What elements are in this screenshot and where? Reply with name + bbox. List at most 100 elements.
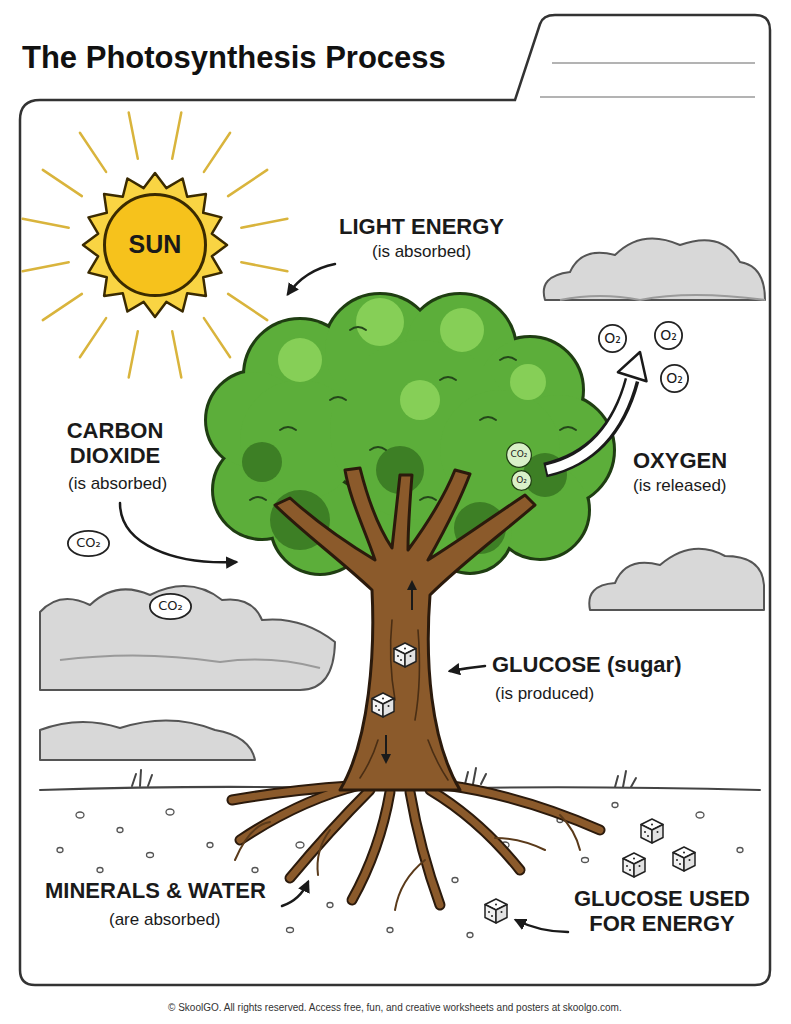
sun-rays-part: [241, 219, 287, 228]
oxygen-arrow-part: [618, 352, 647, 381]
bubble-shape: [105, 195, 206, 296]
sun-rays-part: [129, 331, 138, 377]
sun-rays-part: [228, 294, 267, 320]
leaf-marks-part: [330, 397, 346, 400]
bubble-text: SUN: [129, 231, 182, 259]
soil-pebbles-part: [467, 933, 473, 938]
root-hairs-part: [318, 830, 331, 875]
bubble-shape: [150, 594, 191, 619]
root-hairs-part: [235, 822, 270, 860]
leader-arrows: [120, 264, 568, 932]
soil-pebbles-part: [387, 928, 393, 933]
canopy-highlight-part: [278, 338, 322, 382]
roots-outline-part: [445, 785, 600, 830]
oxygen-arrow: [545, 352, 647, 470]
soil-pebbles-part: [252, 868, 258, 873]
oxygen-bubble: O₂: [654, 321, 683, 350]
bubble-text: CO₂: [158, 599, 183, 613]
sugar-cubes-part: [641, 819, 663, 843]
bubble-shape: [507, 443, 532, 468]
root-hairs-part: [395, 860, 425, 910]
oxygen-arrow-part: [547, 378, 632, 470]
leaf-marks-part: [420, 497, 436, 500]
leaf-marks-part: [440, 377, 456, 380]
sugar-cubes-part: [623, 853, 645, 877]
leaf-marks-part: [280, 427, 296, 430]
clouds-part: [544, 238, 765, 300]
canopy-highlight-part: [440, 308, 484, 352]
roots-part: [410, 792, 440, 905]
roots-part: [430, 790, 520, 870]
bubble-text: O₂: [660, 328, 677, 343]
callout-label: GLUCOSE USED FOR ENERGY: [567, 886, 757, 937]
bubble-shape: [661, 365, 688, 392]
sun-rays-part: [43, 294, 82, 320]
leaf-marks-part: [250, 497, 266, 500]
soil-pebbles-part: [452, 878, 458, 883]
canopy-highlight-part: [510, 364, 546, 400]
callout-label: MINERALS & WATER: [45, 878, 266, 903]
canopy-highlight: [278, 298, 546, 420]
poster-title: The Photosynthesis Process: [22, 40, 446, 76]
clouds-part: [60, 655, 320, 668]
sun-circle: SUN: [103, 193, 207, 297]
bark-lines-part: [415, 630, 419, 720]
bubble-text: O₂: [666, 371, 683, 386]
bubble-shape: [68, 531, 109, 556]
oxygen-bubble: O₂: [511, 470, 532, 491]
soil-pebbles-part: [207, 843, 213, 848]
sap-arrows: [386, 582, 412, 762]
bubble-text: O₂: [516, 476, 527, 486]
bubble-text: CO₂: [511, 450, 528, 460]
soil-pebbles-part: [57, 848, 63, 853]
sun-rays-part: [204, 133, 230, 172]
soil-pebbles-part: [696, 812, 704, 818]
co2-puff: CO₂: [67, 530, 110, 557]
sun-rays-part: [43, 170, 82, 196]
sun-rays: [23, 113, 288, 378]
callout-label: GLUCOSE (sugar): [492, 652, 681, 677]
ground-part: [132, 770, 152, 786]
bark-lines: [360, 620, 448, 780]
roots-part: [352, 792, 390, 900]
name-line: [552, 62, 755, 64]
canopy-highlight-part: [400, 380, 440, 420]
roots-outline-part: [352, 792, 390, 900]
sap-arrows-part: [385, 735, 387, 762]
oxygen-arrow-part: [545, 380, 632, 470]
sun-rays-part: [172, 331, 181, 377]
date-line: [540, 96, 755, 98]
soil-pebbles-part: [296, 842, 304, 848]
leaf-marks-part: [560, 427, 576, 430]
trunk: [275, 468, 535, 790]
leader-arrows-part: [288, 264, 335, 294]
bark-lines-part: [360, 740, 378, 778]
callout-label: OXYGEN: [633, 448, 727, 473]
roots-outline: [232, 785, 600, 905]
bubble-text: CO₂: [76, 536, 101, 550]
sugar-cubes-part: [485, 899, 507, 923]
clouds-part: [560, 295, 765, 300]
bubble-shape: [655, 322, 682, 349]
root-hairs-part: [560, 815, 580, 850]
soil-pebbles-part: [287, 928, 294, 933]
roots-part: [445, 785, 600, 830]
sun-rays-part: [172, 113, 181, 159]
ground-part: [465, 787, 760, 790]
callout-label: LIGHT ENERGY: [339, 214, 504, 239]
soil-pebbles-part: [737, 848, 743, 853]
bubble-text: O₂: [604, 331, 621, 346]
roots-part: [290, 790, 370, 878]
leader-arrows-part: [282, 882, 308, 906]
canopy: [207, 295, 613, 575]
sugar-cubes: [372, 643, 695, 923]
leaf-marks-part: [500, 357, 516, 360]
sugar-cubes-part: [394, 643, 416, 667]
soil-pebbles-part: [147, 853, 154, 858]
canopy-highlight-part: [356, 298, 404, 346]
bark-lines-part: [428, 740, 448, 780]
leader-arrows-part: [516, 920, 568, 932]
soil-pebbles-part: [117, 828, 123, 833]
root-hairs-part: [495, 838, 545, 850]
